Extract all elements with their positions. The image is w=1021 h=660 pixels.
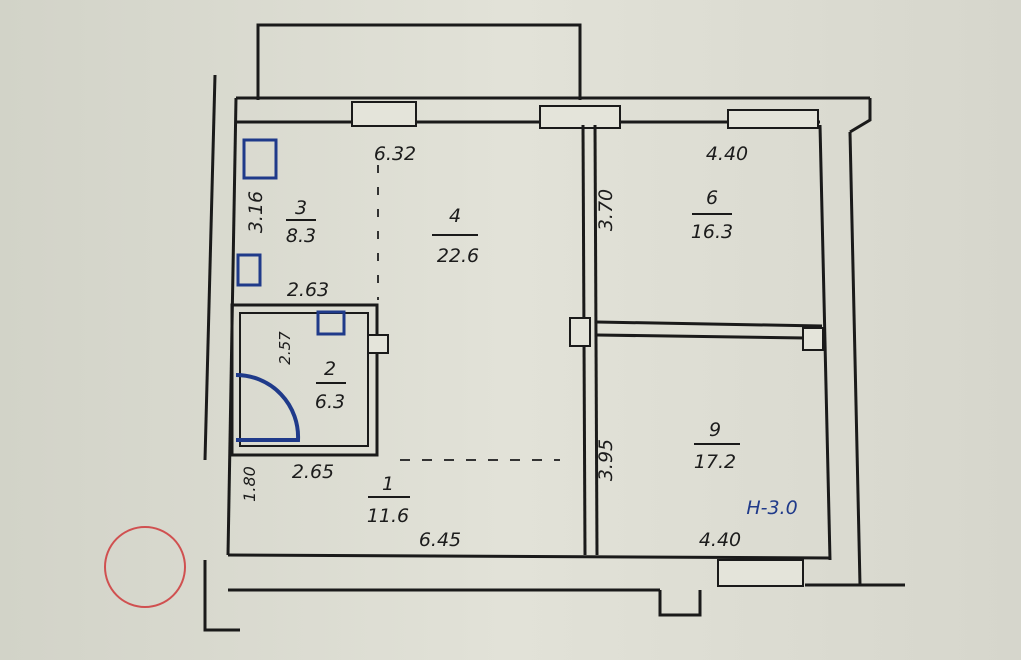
room-4: 4 22.6	[432, 205, 479, 267]
ceiling-height-label: H-3.0	[746, 497, 797, 519]
window	[717, 559, 804, 587]
window	[351, 101, 417, 127]
room-9: 9 17.2	[694, 419, 740, 473]
room-number: 2	[324, 358, 336, 380]
stove-icon	[242, 138, 278, 180]
room-area: 22.6	[437, 245, 479, 267]
dimension-label: 6.45	[419, 529, 461, 551]
dimension-label: 3.95	[595, 439, 617, 481]
stamp-circle	[104, 526, 186, 608]
room-number: 1	[382, 473, 394, 495]
dimension-label: 4.40	[699, 529, 741, 551]
window	[539, 105, 621, 129]
dimension-label: 1.80	[240, 466, 259, 502]
walls	[203, 23, 905, 632]
sink-icon	[236, 253, 262, 287]
washbasin-icon	[316, 310, 346, 336]
room-1: 1 11.6	[367, 473, 410, 527]
door-swing	[235, 372, 301, 442]
window	[727, 109, 819, 129]
room-area: 17.2	[694, 451, 736, 473]
room-area: 6.3	[315, 391, 345, 413]
room-area: 8.3	[286, 225, 316, 247]
room-3: 3 8.3	[286, 197, 316, 247]
room-number: 3	[295, 197, 307, 219]
room-2: 2 6.3	[315, 358, 346, 413]
room-6: 6 16.3	[691, 187, 733, 243]
room-number: 6	[706, 187, 718, 209]
dimension-label: 3.70	[595, 189, 617, 231]
dimension-label: 2.65	[292, 461, 334, 483]
dimension-label: 2.63	[287, 279, 329, 301]
dimension-label: 2.57	[276, 331, 294, 365]
dimension-label: 4.40	[706, 143, 748, 165]
dimension-label: 6.32	[374, 143, 416, 165]
room-area: 11.6	[367, 505, 409, 527]
room-number: 4	[449, 205, 461, 227]
room-area: 16.3	[691, 221, 733, 243]
room-number: 9	[709, 419, 721, 441]
dimension-label: 3.16	[245, 191, 267, 233]
